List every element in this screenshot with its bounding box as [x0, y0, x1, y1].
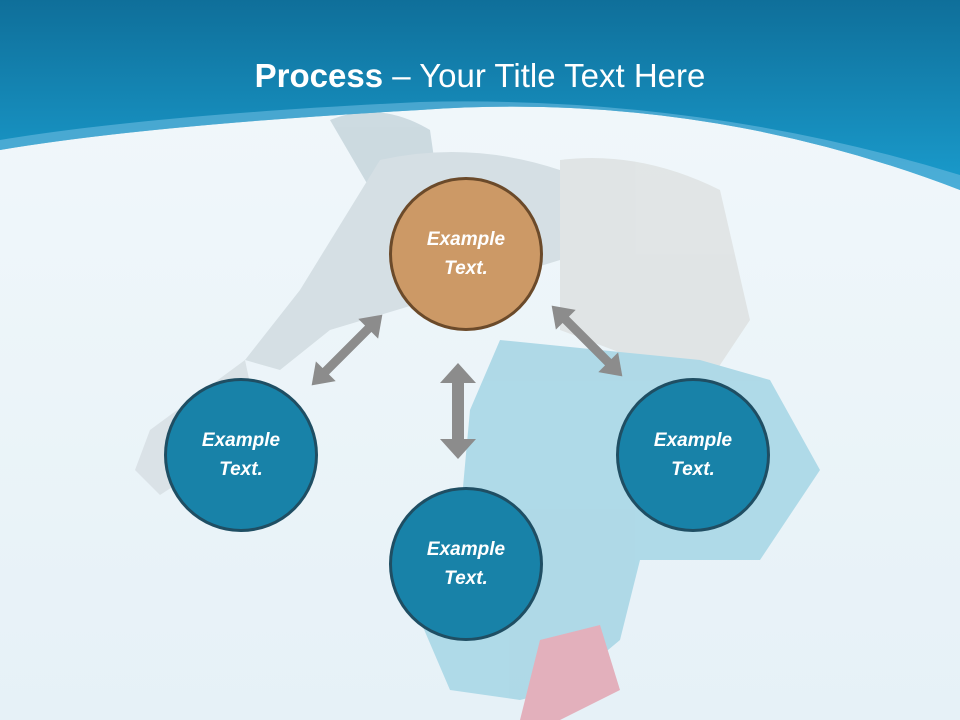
node-bottom-label: Example Text. — [426, 539, 506, 589]
node-top: Example Text. — [389, 177, 543, 331]
node-top-label: Example Text. — [426, 229, 506, 279]
slide-title: Process – Your Title Text Here — [0, 54, 960, 98]
arrow-vertical — [440, 363, 476, 459]
node-left: Example Text. — [164, 378, 318, 532]
title-rest: – Your Title Text Here — [383, 57, 706, 94]
node-bottom: Example Text. — [389, 487, 543, 641]
arrow-top-right — [551, 305, 623, 377]
node-left-label: Example Text. — [201, 430, 281, 480]
title-bold: Process — [254, 57, 384, 94]
node-right-label: Example Text. — [653, 430, 733, 480]
arrow-top-left — [311, 314, 383, 386]
node-right: Example Text. — [616, 378, 770, 532]
